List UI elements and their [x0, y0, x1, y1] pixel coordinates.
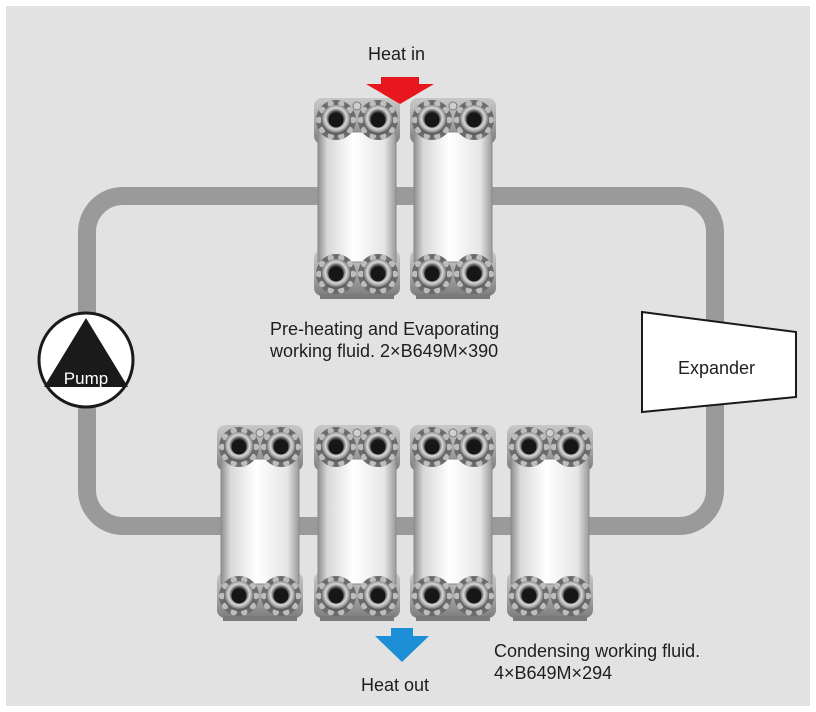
condenser-caption-line1: Condensing working fluid. — [494, 641, 701, 661]
heat-out-label: Heat out — [361, 675, 430, 695]
condenser-caption-line2: 4×B649M×294 — [494, 663, 613, 683]
pump-label: Pump — [64, 369, 108, 388]
pump-symbol: Pump — [37, 311, 135, 409]
condenser-plate-2 — [314, 425, 400, 621]
heat-out-arrow — [375, 628, 429, 662]
expander-label: Expander — [678, 358, 756, 378]
condenser-plate-4 — [507, 425, 593, 621]
expander-symbol — [641, 310, 797, 414]
condenser-plate-1 — [217, 425, 303, 621]
evaporator-plate-1 — [314, 98, 400, 299]
evaporator-plate-2 — [410, 98, 496, 299]
condenser-plate-3 — [410, 425, 496, 621]
evaporator-caption-line2: working fluid. 2×B649M×390 — [270, 341, 499, 361]
evaporator-caption-line1: Pre-heating and Evaporating — [270, 319, 500, 339]
heat-in-arrow — [366, 77, 434, 104]
heat-in-label: Heat in — [368, 44, 426, 64]
heat-exchanger-group — [217, 98, 593, 621]
